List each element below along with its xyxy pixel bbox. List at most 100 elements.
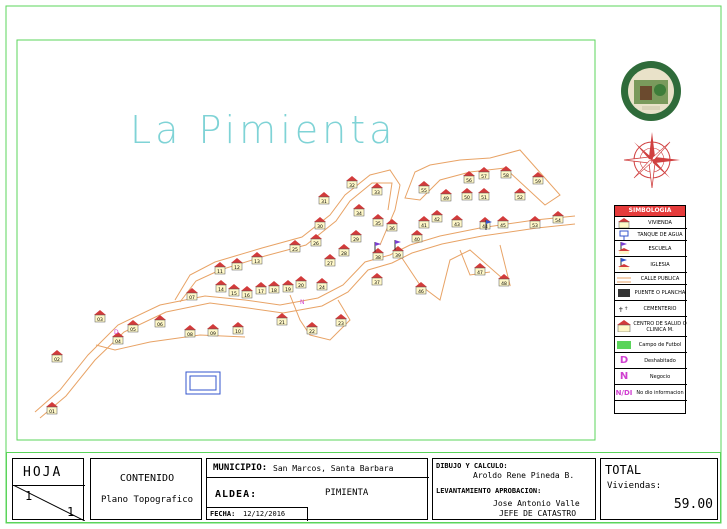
legend-item: ✝✝ CEMENTERIO xyxy=(615,301,687,317)
compass-rose-icon xyxy=(622,130,682,190)
house-number: 14 xyxy=(218,287,224,293)
legend-item: CALLE PUBLICA xyxy=(615,273,687,285)
house-icon xyxy=(231,258,243,263)
house-number: 22 xyxy=(309,329,315,335)
house-icon xyxy=(335,314,347,319)
house-42: 42 xyxy=(431,210,443,223)
dibujo-value: Aroldo Rene Pineda B. xyxy=(473,471,575,480)
legend-item: TANQUE DE AGUA xyxy=(615,229,687,241)
house-16: 16 xyxy=(241,286,253,299)
house-number: 11 xyxy=(217,269,223,275)
municipal-seal-icon xyxy=(620,60,682,122)
legend-label: TANQUE DE AGUA xyxy=(637,231,683,238)
house-icon xyxy=(431,210,443,215)
svg-text:✝: ✝ xyxy=(624,306,628,312)
house-number: 25 xyxy=(292,247,298,253)
house-26: 26 xyxy=(310,234,322,247)
main-road-upper xyxy=(34,215,576,413)
levantamiento-label: LEVANTAMIENTO APROBACION: xyxy=(436,487,542,495)
fecha-vdivider xyxy=(307,507,308,521)
house-43: 43 xyxy=(451,215,463,228)
house-icon xyxy=(461,188,473,193)
house-22: 22 xyxy=(306,322,318,335)
house-number: 56 xyxy=(466,178,472,184)
house-11: 11 xyxy=(214,262,226,275)
house-icon xyxy=(372,214,384,219)
house-number: 19 xyxy=(285,287,291,293)
ne-block xyxy=(404,149,561,206)
house-icon xyxy=(318,192,330,197)
levantamiento-name: Jose Antonio Valle xyxy=(493,499,580,508)
house-icon xyxy=(94,310,106,315)
house-02: 02 xyxy=(51,350,63,363)
house-40: 40 xyxy=(411,230,423,243)
house-35: 35 xyxy=(372,214,384,227)
house-number: 07 xyxy=(189,295,195,301)
house-number: 36 xyxy=(389,226,395,232)
house-icon xyxy=(295,276,307,281)
house-icon xyxy=(232,322,244,327)
house-icon xyxy=(451,215,463,220)
municipio-value: San Marcos, Santa Barbara xyxy=(273,464,394,473)
house-29: 29 xyxy=(350,230,362,243)
house-32: 32 xyxy=(346,176,358,189)
legend-item: Campo de Futbol xyxy=(615,337,687,353)
legend-item: CENTRO DE SALUD O CLINICA M. xyxy=(615,317,687,337)
legend-item: IGLESIA xyxy=(615,257,687,273)
house-number: 23 xyxy=(338,321,344,327)
house-icon xyxy=(478,167,490,172)
house-30: 30 xyxy=(314,217,326,230)
hoja-divider xyxy=(13,485,85,486)
legend-item: ESCUELA xyxy=(615,241,687,257)
house-number: 32 xyxy=(349,183,355,189)
house-number: 39 xyxy=(395,253,401,259)
legend-item: PUENTE O PLANCHA xyxy=(615,285,687,301)
house-45: 45 xyxy=(497,216,509,229)
municipio-cell: MUNICIPIO: San Marcos, Santa Barbara ALD… xyxy=(206,458,429,521)
house-number: 24 xyxy=(319,285,325,291)
house-icon xyxy=(440,189,452,194)
legend-label: CEMENTERIO xyxy=(643,305,677,312)
viviendas-label: Viviendas: xyxy=(607,481,662,491)
house-12: 12 xyxy=(231,258,243,271)
fecha-value: 12/12/2016 xyxy=(243,510,286,518)
school-icon xyxy=(394,240,401,250)
house-number: 57 xyxy=(481,174,487,180)
house-icon xyxy=(207,324,219,329)
contenido-value: Plano Topografico xyxy=(100,495,194,505)
north-loop xyxy=(174,169,401,301)
house-09: 09 xyxy=(207,324,219,337)
letter-ndi-icon: N/DI xyxy=(615,388,633,397)
house-icon xyxy=(346,176,358,181)
house-number: 47 xyxy=(477,270,483,276)
house-icon xyxy=(463,171,475,176)
house-icon xyxy=(371,273,383,278)
total-label: TOTAL xyxy=(605,463,642,477)
house-icon xyxy=(498,274,510,279)
house-20: 20 xyxy=(295,276,307,289)
negocio-marker: N xyxy=(300,299,305,306)
house-28: 28 xyxy=(338,244,350,257)
levantamiento-role: JEFE DE CATASTRO xyxy=(499,509,577,518)
letter-n-icon: N xyxy=(619,371,629,382)
dibujo-label: DIBUJO Y CALCULO: xyxy=(436,462,508,470)
house-58: 58 xyxy=(500,166,512,179)
house-icon xyxy=(532,172,544,177)
football-field xyxy=(185,371,221,395)
house-icon xyxy=(186,288,198,293)
house-number: 58 xyxy=(503,173,509,179)
house-41: 41 xyxy=(418,216,430,229)
house-number: 34 xyxy=(356,211,362,217)
fecha-label: FECHA: xyxy=(210,510,236,518)
cemetery-icon: ✝✝ xyxy=(615,299,633,318)
house-31: 31 xyxy=(318,192,330,205)
house-21: 21 xyxy=(276,313,288,326)
football-field-icon xyxy=(615,335,633,354)
house-34: 34 xyxy=(353,204,365,217)
house-38: 38 xyxy=(372,248,384,261)
house-59: 59 xyxy=(532,172,544,185)
house-33: 33 xyxy=(371,183,383,196)
house-number: 01 xyxy=(49,409,55,415)
